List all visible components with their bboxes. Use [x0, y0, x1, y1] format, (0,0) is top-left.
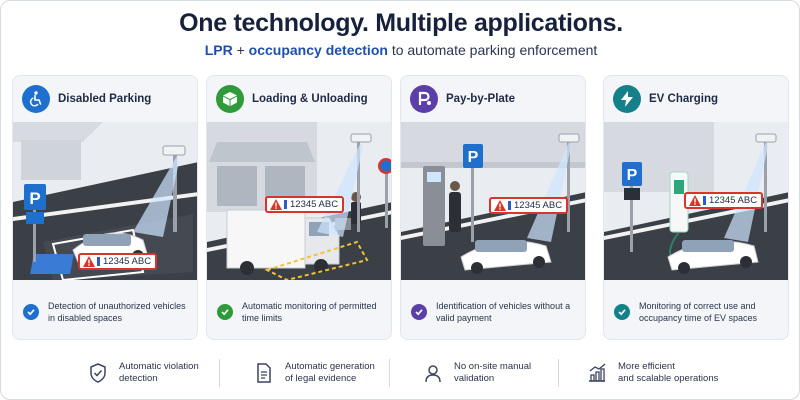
plate-number: 12345 ABC [514, 200, 563, 211]
plate-detection-box: 12345 ABC [684, 192, 764, 209]
card-footer: Automatic monitoring of permitted time l… [207, 282, 391, 339]
subtitle-plus: + [232, 42, 249, 58]
parking-sign-letter: P [29, 189, 40, 208]
card-title: EV Charging [649, 93, 719, 105]
card-footer-text: Detection of unauthorized vehicles in di… [48, 300, 186, 323]
card-footer-text: Monitoring of correct use and occupancy … [639, 300, 758, 323]
card-header: EV Charging [604, 76, 788, 122]
plate-number: 12345 ABC [709, 195, 758, 206]
card-title: Disabled Parking [58, 93, 152, 105]
scene-disabled-parking: P 12345 ABC [13, 122, 197, 282]
wheelchair-icon [22, 85, 50, 113]
scene-ev-charging: P 12345 ABC [604, 122, 788, 280]
card-footer: Detection of unauthorized vehicles in di… [13, 282, 197, 339]
card-header: Loading & Unloading [207, 76, 391, 122]
check-icon [217, 303, 233, 320]
check-icon [614, 303, 630, 320]
warning-icon [686, 194, 703, 207]
divider [219, 359, 220, 387]
page-title: One technology. Multiple applications. [179, 9, 623, 37]
card-ev-charging: EV Charging P [603, 75, 789, 340]
warning-icon [267, 198, 284, 211]
warning-icon [491, 199, 508, 212]
card-disabled-parking: Disabled Parking P [12, 75, 198, 340]
lightning-icon [613, 85, 641, 113]
shield-check-icon [90, 363, 106, 383]
check-icon [23, 303, 39, 320]
chart-growth-icon [589, 363, 606, 382]
divider [558, 359, 559, 387]
warning-icon [80, 255, 97, 268]
scene-loading-unloading: 12345 ABC [207, 122, 391, 282]
divider [389, 359, 390, 387]
subtitle-highlight-occupancy: occupancy detection [248, 42, 388, 58]
page-subtitle: LPR + occupancy detection to automate pa… [1, 42, 799, 58]
scene-pay-by-plate: P 12345 ABC [401, 122, 585, 280]
card-footer: Identification of vehicles without a val… [401, 282, 585, 339]
card-header: Pay-by-Plate [401, 76, 585, 122]
card-footer-text: Automatic monitoring of permitted time l… [242, 300, 377, 323]
subtitle-highlight-lpr: LPR [204, 42, 233, 58]
parking-sign-letter: P [468, 149, 479, 166]
card-title: Pay-by-Plate [446, 93, 516, 105]
plate-detection-box: 12345 ABC [489, 197, 569, 214]
plate-detection-box: 12345 ABC [265, 196, 345, 213]
document-icon [257, 363, 271, 383]
card-header: Disabled Parking [13, 76, 197, 122]
user-icon [425, 365, 441, 383]
parking-icon [410, 85, 438, 113]
card-footer: Monitoring of correct use and occupancy … [604, 282, 788, 339]
card-footer-text: Identification of vehicles without a val… [436, 300, 571, 323]
card-loading-unloading: Loading & Unloading [206, 75, 392, 340]
card-title: Loading & Unloading [252, 93, 368, 105]
check-icon [411, 303, 427, 320]
card-pay-by-plate: Pay-by-Plate P [400, 75, 586, 340]
subtitle-rest: to automate parking enforcement [387, 42, 598, 58]
plate-detection-box: 12345 ABC [78, 253, 158, 270]
parking-sign-letter: P [627, 167, 638, 184]
plate-number: 12345 ABC [103, 256, 152, 267]
package-icon [216, 85, 244, 113]
plate-number: 12345 ABC [290, 199, 339, 210]
